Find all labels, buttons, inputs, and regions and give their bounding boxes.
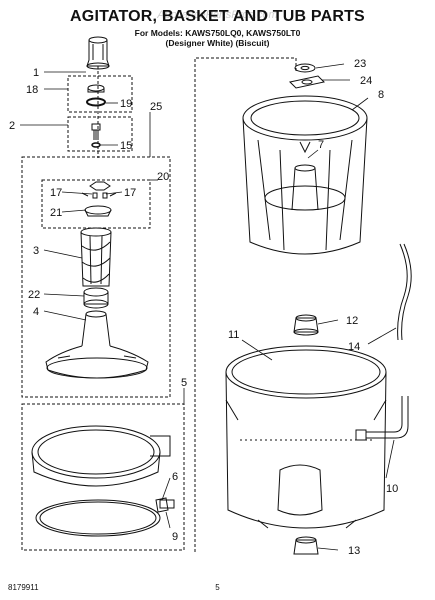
callout-1: 1 bbox=[33, 67, 39, 79]
callout-10: 10 bbox=[386, 483, 398, 495]
leader-lines bbox=[20, 63, 397, 551]
group-box-25 bbox=[21, 156, 171, 398]
balance-ring bbox=[31, 425, 175, 537]
callout-13: 13 bbox=[348, 545, 360, 557]
agitator-auger bbox=[80, 227, 112, 287]
callout-21: 21 bbox=[50, 207, 62, 219]
callout-9: 9 bbox=[172, 531, 178, 543]
part-number: 8179911 bbox=[8, 583, 39, 592]
agitator-cap bbox=[86, 36, 110, 70]
colors-line: (Designer White) (Biscuit) bbox=[165, 38, 270, 48]
agitator-base bbox=[45, 310, 149, 379]
models-line: For Models: KAWS750LQ0, KAWS750LT0 bbox=[134, 28, 301, 38]
callout-labels: 1 18 19 2 15 25 17 17 20 21 3 22 4 5 6 9… bbox=[9, 58, 398, 557]
callout-18: 18 bbox=[26, 84, 38, 96]
callout-11: 11 bbox=[228, 329, 239, 341]
callout-23: 23 bbox=[354, 58, 366, 70]
callout-20: 20 bbox=[157, 171, 169, 183]
group-box-5 bbox=[21, 403, 185, 551]
fill-tube bbox=[355, 396, 409, 441]
group-boxes bbox=[21, 57, 297, 552]
agitator-bearing bbox=[83, 287, 109, 309]
agitator-bolt bbox=[91, 123, 101, 148]
group-box-18 bbox=[67, 75, 133, 113]
watermark: AppliancePartsPros.com bbox=[157, 9, 278, 21]
callout-15: 15 bbox=[120, 140, 132, 152]
callout-17-right: 17 bbox=[124, 187, 136, 199]
callout-4: 4 bbox=[33, 306, 39, 318]
callout-6: 6 bbox=[172, 471, 178, 483]
callout-2: 2 bbox=[9, 120, 15, 132]
callout-22: 22 bbox=[28, 289, 40, 301]
callout-8: 8 bbox=[378, 89, 384, 101]
agitator-dogs bbox=[81, 181, 117, 217]
page-title: AGITATOR, BASKET AND TUB PARTS bbox=[70, 8, 365, 25]
callout-17-left: 17 bbox=[50, 187, 62, 199]
hub-nut bbox=[288, 63, 326, 89]
callout-3: 3 bbox=[33, 245, 39, 257]
cap-seal-parts bbox=[86, 84, 106, 107]
callout-5: 5 bbox=[181, 377, 187, 389]
page-number: 5 bbox=[215, 583, 220, 592]
tub-seal bbox=[293, 536, 319, 555]
callout-19: 19 bbox=[120, 98, 132, 110]
drive-bushing bbox=[293, 314, 319, 336]
group-box-2 bbox=[67, 116, 133, 152]
axis-right bbox=[194, 57, 297, 552]
callout-25: 25 bbox=[150, 101, 162, 113]
wash-basket bbox=[242, 95, 368, 255]
callout-24: 24 bbox=[360, 75, 372, 87]
callout-7: 7 bbox=[318, 139, 324, 151]
outer-tub bbox=[225, 345, 387, 529]
drain-hose bbox=[397, 243, 412, 341]
callout-12: 12 bbox=[346, 315, 358, 327]
callout-14: 14 bbox=[348, 341, 360, 353]
